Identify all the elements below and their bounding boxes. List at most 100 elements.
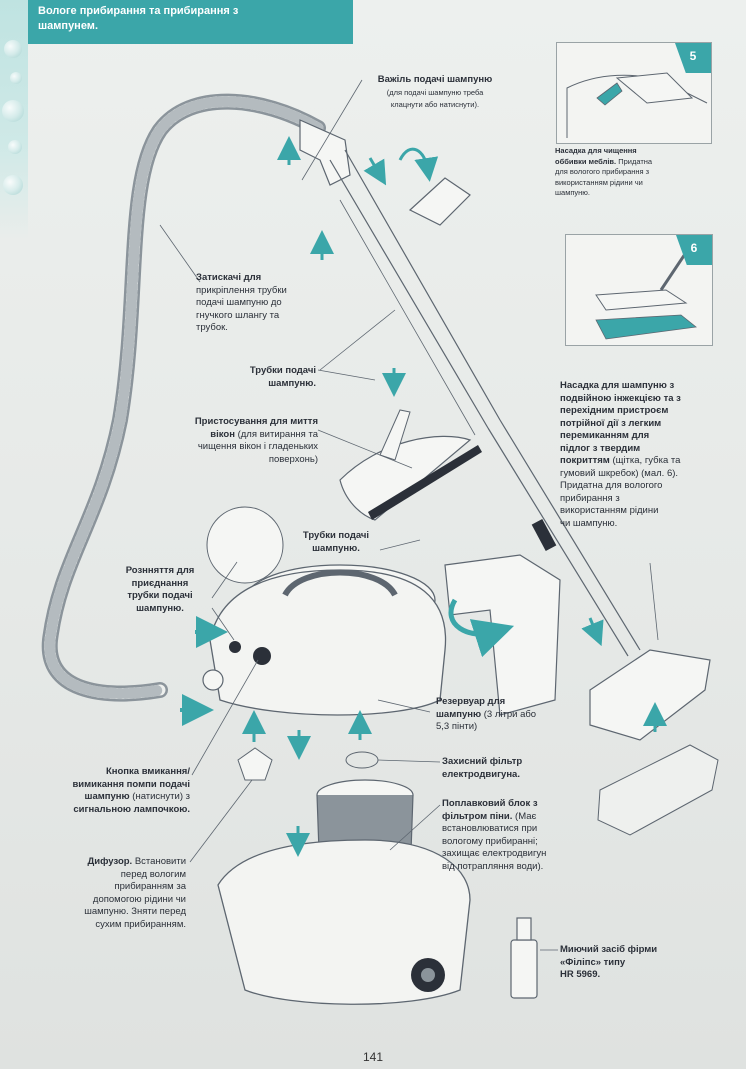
diffuser-line1: Встановити <box>132 856 186 867</box>
pump-button-line2: вимикання помпи подачі <box>72 778 190 790</box>
label-feed-tubes-top: Трубки подачі шампуню. <box>200 365 316 390</box>
window-tool-neck <box>379 409 411 461</box>
diffuser-line6: сухим прибиранням. <box>95 918 186 930</box>
floor-nozzle-line5: перемиканням для <box>560 430 650 441</box>
bubble-decoration <box>10 72 22 84</box>
floor-nozzle-line7b: (щітка, губка та <box>609 455 681 466</box>
leader-line <box>211 561 238 599</box>
connector-line1: Рознняття для <box>125 565 195 576</box>
pump-button-line3b: (натиснути) з <box>129 791 190 802</box>
label-upholstery-nozzle: Насадка для чищення оббивки меблів. Прид… <box>555 146 715 199</box>
section-header: Вологе прибирання та прибирання з шампун… <box>28 0 353 44</box>
arrow <box>398 147 439 182</box>
clamps-line4: гнучкого шлангу та <box>196 309 280 321</box>
floor-nozzle-line1: Насадка для шампуню з <box>560 380 675 391</box>
extension-tube-lower-edge <box>487 427 629 657</box>
floor-nozzle-line10: прибирання з <box>560 492 620 504</box>
window-tool-line2b: (для витирання та <box>234 428 318 440</box>
diffuser-line4: допомогою рідини чи <box>92 893 186 905</box>
feed-tubes-mid-line1: Трубки подачі <box>302 530 370 541</box>
floor-nozzle <box>589 649 711 741</box>
label-pump-button: Кнопка вмикання/ вимикання помпи подачі … <box>30 766 190 816</box>
pump-button-indicator <box>253 647 271 665</box>
float-unit-line4: вологому прибиранні; <box>442 835 538 847</box>
leader-line <box>377 759 441 763</box>
label-tank: Резервуар для шампуню (3 літри або 5,3 п… <box>436 696 566 734</box>
bubble-decoration <box>3 175 23 195</box>
label-diffuser: Дифузор. Встановити перед вологим прибир… <box>40 856 186 931</box>
tank-line2a: шампуню <box>436 708 482 720</box>
label-shampoo-lever: Важіль подачі шампуню (для подачі шампун… <box>360 74 510 112</box>
label-floor-nozzle: Насадка для шампуню з подвійною інжекціє… <box>560 380 720 530</box>
upholstery-inset-drawing <box>566 72 708 138</box>
upholstery-line2a: оббивки меблів. <box>555 156 617 166</box>
feed-tubes-top-line2: шампуню. <box>268 377 316 389</box>
connector-line2: приєднання <box>131 577 189 589</box>
rear-wheel-hub <box>421 968 435 982</box>
shampoo-feed-tube <box>339 199 476 436</box>
window-tool-line4: поверхонь) <box>268 453 318 465</box>
inset-figure-5: 5 <box>556 42 712 144</box>
tube-brush <box>531 518 557 552</box>
detergent-bottle <box>510 939 538 999</box>
clamps-line1: Затискачі для <box>196 272 262 283</box>
leader-line <box>389 804 441 851</box>
upholstery-line4: використанням рідини чи <box>555 177 643 187</box>
connector-zoom-circle <box>206 506 284 584</box>
upholstery-nozzle <box>408 177 471 226</box>
tank-line3: 5,3 пінти) <box>436 721 478 732</box>
floor-nozzle-inset-drawing <box>595 244 697 340</box>
clamps-line2: прикріплення трубки <box>196 284 287 296</box>
window-tool-line1: Пристосування для миття <box>194 416 318 427</box>
tank-line1: Резервуар для <box>436 696 506 707</box>
connector-line3: трубки подачі <box>127 590 193 601</box>
shampoo-tank <box>444 554 561 716</box>
extension-tube <box>344 149 501 421</box>
float-unit-line3: встановлюватися при <box>442 823 538 834</box>
extension-tube-lower <box>499 419 641 651</box>
pump-button-line3a: шампуню <box>84 791 130 802</box>
floor-nozzle-line8: гумовий шкребок) (мал. 6). <box>560 467 679 479</box>
diffuser <box>237 747 273 781</box>
label-motor-filter: Захисний фільтр електродвигуна. <box>442 756 562 781</box>
shampoo-lever-line1: (для подачі шампуню треба <box>386 87 484 97</box>
leader-line <box>191 659 259 776</box>
connector-socket <box>229 641 241 653</box>
upholstery-line1: Насадка для чищення <box>555 146 637 155</box>
floor-nozzle-line12: чи шампуню. <box>560 517 618 529</box>
header-line-1: Вологе прибирання та прибирання з <box>38 5 239 17</box>
feed-tubes-top-line1: Трубки подачі <box>249 365 316 376</box>
detergent-line3: HR 5969. <box>560 969 601 980</box>
leader-line <box>211 607 235 641</box>
float-unit-line5: захищає електродвигун <box>442 848 547 859</box>
detergent-cap <box>516 917 532 941</box>
tank-rotate-arrow <box>448 598 515 658</box>
vacuum-handle <box>282 569 398 597</box>
leader-line <box>649 562 659 641</box>
diffuser-line3: прибиранням за <box>114 881 187 892</box>
pump-button-line1: Кнопка вмикання/ <box>105 766 190 777</box>
motor-filter-line1: Захисний фільтр <box>442 756 523 767</box>
label-feed-tubes-mid: Трубки подачі шампуню. <box>288 530 384 555</box>
floor-nozzle-line9: Придатна для вологого <box>560 480 663 491</box>
clamps-line3: подачі шампуню до <box>196 297 282 308</box>
pump-button-line4: сигнальною лампочкою. <box>73 803 190 815</box>
float-unit-line6: від потрапляння води). <box>442 860 544 872</box>
window-tool-body <box>339 435 472 521</box>
inset-figure-6: 6 <box>565 234 713 346</box>
leader-line <box>301 79 363 181</box>
leader-line <box>189 779 253 863</box>
leader-line <box>377 699 431 713</box>
leader-line <box>159 224 201 283</box>
page-number: 141 <box>362 1050 384 1064</box>
feed-tubes-mid-line2: шампуню. <box>312 542 360 554</box>
leader-line <box>319 309 396 371</box>
label-connector: Рознняття для приєднання трубки подачі ш… <box>110 565 210 615</box>
upholstery-line2b: Придатна <box>616 156 653 166</box>
arrow <box>363 157 387 186</box>
label-float-unit: Поплавковий блок з фільтром піни. (Має в… <box>442 798 582 873</box>
upholstery-line5: шампуню. <box>555 188 591 197</box>
floor-nozzle-line2: подвійною інжекцією та з <box>560 392 681 404</box>
